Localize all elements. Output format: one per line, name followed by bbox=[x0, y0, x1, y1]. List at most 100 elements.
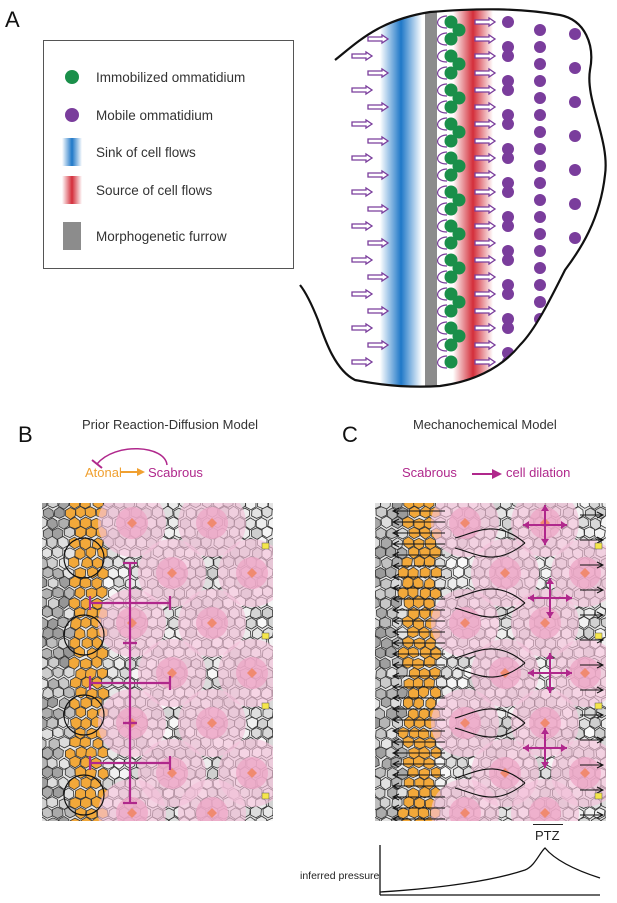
epithelial-cell bbox=[46, 776, 58, 789]
epithelial-cell bbox=[418, 626, 430, 640]
loop-arrow-icon bbox=[437, 134, 448, 148]
pressure-plot bbox=[379, 845, 601, 896]
dilation-arrowhead bbox=[528, 594, 534, 602]
flow-arrowhead bbox=[391, 738, 400, 746]
loop-arrow-icon bbox=[437, 117, 448, 131]
immobilized-ommatidium bbox=[444, 134, 458, 148]
outflow-arrow-icon bbox=[474, 305, 497, 317]
r8-cell bbox=[207, 618, 217, 628]
dilation-arrowhead bbox=[546, 653, 554, 659]
epithelial-cell bbox=[429, 546, 442, 559]
epithelial-cell bbox=[245, 503, 257, 511]
dilation-arrowhead bbox=[566, 594, 572, 602]
epithelial-cell bbox=[375, 536, 381, 550]
epithelial-cell bbox=[423, 655, 436, 669]
immobilized-ommatidium bbox=[444, 151, 458, 165]
epithelial-cell bbox=[46, 535, 58, 550]
epithelial-cell bbox=[403, 503, 415, 510]
outflow-arrow-icon bbox=[474, 356, 497, 368]
epithelial-cell bbox=[80, 696, 92, 709]
streamline bbox=[454, 708, 526, 724]
epithelial-cell bbox=[46, 636, 58, 649]
outflow-arrow-icon bbox=[474, 135, 497, 147]
proneural-circle bbox=[63, 694, 105, 736]
eye-disc-diagram bbox=[299, 8, 607, 388]
flow-arrowhead bbox=[596, 686, 605, 694]
loop-arrow-icon bbox=[437, 185, 448, 199]
legend-item-sink: Sink of cell flows bbox=[58, 138, 196, 166]
epithelial-cell bbox=[255, 815, 268, 821]
epithelial-cell bbox=[85, 526, 97, 539]
yellow-cell bbox=[261, 702, 270, 710]
mobile-ommatidium bbox=[502, 254, 514, 266]
inflow-arrow-icon bbox=[351, 186, 374, 198]
epithelial-cell bbox=[588, 503, 600, 510]
flow-arrowhead bbox=[596, 536, 605, 544]
epithelial-cell bbox=[434, 577, 446, 591]
dilation-arrowhead bbox=[541, 728, 549, 734]
inflow-arrow-icon bbox=[367, 33, 390, 45]
epithelial-cell bbox=[595, 506, 606, 520]
epithelial-cell bbox=[267, 517, 273, 530]
epithelial-cell bbox=[167, 503, 179, 511]
loop-arrow-icon bbox=[437, 49, 448, 63]
epithelial-cell bbox=[47, 577, 59, 589]
flow-arrowhead bbox=[391, 749, 400, 757]
epithelial-cell bbox=[69, 755, 81, 769]
epithelial-cell bbox=[584, 507, 596, 521]
epithelial-cell bbox=[456, 756, 469, 769]
epithelial-cell bbox=[64, 526, 76, 539]
outflow-arrow-icon bbox=[474, 84, 497, 96]
epithelial-cell bbox=[490, 503, 502, 510]
epithelial-cell bbox=[385, 746, 397, 760]
epithelial-cell bbox=[79, 796, 92, 810]
red-gradient-icon bbox=[62, 176, 82, 204]
epithelial-cell bbox=[429, 686, 442, 700]
outflow-arrow-icon bbox=[474, 152, 497, 164]
mobile-ommatidium bbox=[569, 28, 581, 40]
mobile-ommatidium bbox=[569, 334, 581, 346]
epithelial-cell bbox=[430, 566, 443, 579]
ptz-bar bbox=[533, 824, 563, 825]
epithelial-cell bbox=[245, 617, 257, 630]
yellow-cell bbox=[594, 632, 603, 640]
epithelial-cell bbox=[249, 805, 262, 819]
flow-arrowhead bbox=[391, 683, 400, 691]
epithelial-cell bbox=[47, 517, 58, 531]
inflow-arrow-icon bbox=[367, 67, 390, 79]
yellow-cell bbox=[261, 542, 270, 550]
epithelial-cell bbox=[58, 503, 70, 510]
epithelial-cell bbox=[600, 717, 606, 730]
mobile-ommatidium bbox=[534, 41, 546, 53]
epithelial-cell bbox=[91, 655, 103, 669]
mobile-ommatidium bbox=[569, 164, 581, 176]
outflow-arrow-icon bbox=[474, 237, 497, 249]
epithelial-cell bbox=[52, 567, 64, 580]
flow-arrowhead bbox=[391, 595, 400, 603]
mobile-ommatidium bbox=[534, 58, 546, 70]
epithelial-cell bbox=[68, 556, 80, 569]
mobile-ommatidium bbox=[502, 177, 514, 189]
epithelial-cell bbox=[446, 656, 458, 669]
immobilized-ommatidium bbox=[452, 125, 466, 139]
epithelial-cell bbox=[52, 686, 64, 699]
epithelial-cell bbox=[42, 596, 47, 609]
panel-b-title: Prior Reaction-Diffusion Model bbox=[82, 417, 259, 432]
flow-arrowhead bbox=[596, 736, 605, 744]
epithelial-cell bbox=[52, 586, 65, 599]
immobilized-ommatidium bbox=[444, 168, 458, 182]
legend-item-immobilized: Immobilized ommatidium bbox=[58, 63, 245, 91]
epithelial-cell bbox=[267, 615, 273, 629]
epithelial-cell bbox=[42, 576, 48, 589]
legend-label: Sink of cell flows bbox=[96, 144, 196, 160]
dilation-arrowhead bbox=[541, 505, 549, 511]
flow-arrowhead bbox=[596, 811, 605, 819]
epithelial-cell bbox=[375, 527, 387, 540]
epithelial-cell bbox=[47, 696, 59, 709]
mobile-ommatidium bbox=[502, 245, 514, 257]
blue-gradient-icon bbox=[62, 138, 82, 166]
flow-arrowhead bbox=[391, 661, 400, 669]
scabrous-label-c: Scabrous bbox=[402, 465, 457, 480]
legend: Immobilized ommatidium Mobile ommatidium… bbox=[43, 40, 294, 269]
loop-arrow-icon bbox=[437, 338, 448, 352]
